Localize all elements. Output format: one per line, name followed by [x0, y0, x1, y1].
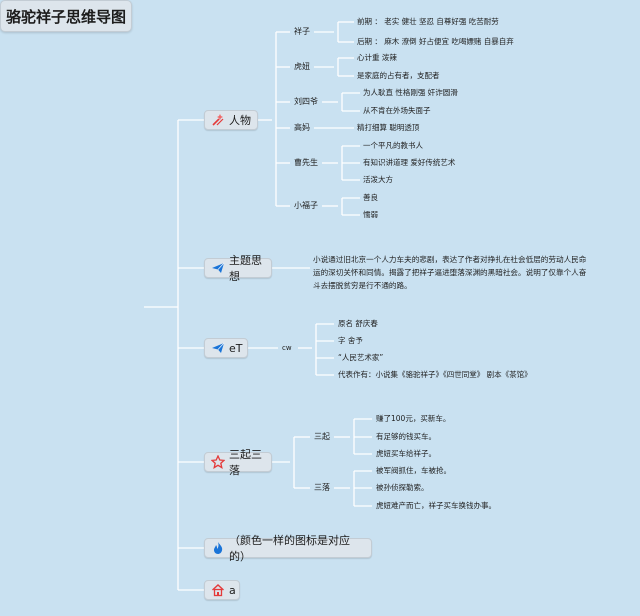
character-xiangzi[interactable]: 祥子 — [294, 27, 310, 36]
detail-item[interactable]: 善良 — [363, 193, 378, 202]
plot-group-fall[interactable]: 三落 — [314, 483, 330, 492]
root-topic[interactable]: 骆驼祥子思维导图 — [0, 0, 132, 32]
star-icon — [211, 455, 225, 469]
home-icon — [211, 583, 225, 597]
plot-item[interactable]: 被孙侦探勒索。 — [376, 483, 429, 492]
author-item[interactable]: 原名 舒庆春 — [338, 319, 378, 328]
detail-item[interactable]: 后期 ： 麻木 潦倒 好占便宜 吃喝嫖赌 自暴自弃 — [357, 37, 514, 46]
branch-author-label: eT — [229, 341, 243, 355]
author-item[interactable]: 代表作有：小说集《骆驼祥子》《四世同堂》 剧本《茶馆》 — [338, 370, 532, 379]
author-connector-label: cw — [282, 344, 292, 352]
sparkle-tools-icon — [211, 113, 225, 127]
branch-plot-label: 三起三落 — [229, 448, 262, 477]
detail-item[interactable]: 有知识讲道理 爱好传统艺术 — [363, 158, 456, 167]
branch-note[interactable]: （颜色一样的图标是对应的） — [204, 534, 372, 563]
flame-icon — [211, 541, 225, 555]
plot-group-rise[interactable]: 三起 — [314, 432, 330, 441]
character-caoxiansheng[interactable]: 曹先生 — [294, 158, 318, 167]
detail-item[interactable]: 前期 ： 老实 健壮 坚忍 自尊好强 吃苦耐劳 — [357, 17, 499, 26]
character-huniu[interactable]: 虎妞 — [294, 62, 310, 71]
theme-description[interactable]: 小说通过旧北京一个人力车夫的悲剧，表达了作者对挣扎在社会低层的劳动人民命运的深切… — [313, 255, 587, 290]
detail-item[interactable]: 活泼大方 — [363, 175, 393, 184]
detail-item[interactable]: 懦弱 — [363, 210, 378, 219]
branch-note-label: （颜色一样的图标是对应的） — [229, 534, 350, 563]
branch-plot[interactable]: 三起三落 — [204, 448, 272, 477]
character-gaoma[interactable]: 高妈 — [294, 123, 310, 132]
branch-extra[interactable]: a — [204, 580, 240, 600]
author-item[interactable]: “人民艺术家” — [338, 353, 384, 362]
branch-theme-label: 主题思想 — [229, 254, 262, 283]
detail-item[interactable]: 从不肯在外场失面子 — [363, 106, 431, 115]
branch-characters[interactable]: 人物 — [204, 110, 258, 130]
paper-plane-icon — [211, 261, 225, 275]
plot-item[interactable]: 赚了100元，买新车。 — [376, 414, 451, 423]
character-xiaofuzi[interactable]: 小福子 — [294, 201, 318, 210]
branch-characters-label: 人物 — [229, 114, 251, 127]
author-item[interactable]: 字 舍予 — [338, 336, 363, 345]
plot-item[interactable]: 被军阀抓住，车被抢。 — [376, 466, 451, 475]
detail-item[interactable]: 是家庭的占有者，支配者 — [357, 71, 440, 80]
character-liusiye[interactable]: 刘四爷 — [294, 97, 318, 106]
branch-theme[interactable]: 主题思想 — [204, 254, 272, 283]
root-title: 骆驼祥子思维导图 — [5, 7, 126, 26]
detail-item[interactable]: 心计重 泼辣 — [357, 53, 397, 62]
plot-item[interactable]: 虎妞难产而亡，祥子买车换钱办事。 — [376, 501, 496, 510]
paper-plane-icon — [211, 341, 225, 355]
branch-author[interactable]: eT — [204, 338, 248, 358]
plot-item[interactable]: 有足够的钱买车。 — [376, 432, 436, 441]
branch-extra-label: a — [229, 583, 236, 597]
detail-item[interactable]: 一个平凡的教书人 — [363, 141, 423, 150]
detail-item[interactable]: 为人耿直 性格刚强 奸诈圆滑 — [363, 88, 458, 97]
detail-item[interactable]: 精打细算 聪明透顶 — [357, 123, 420, 132]
plot-item[interactable]: 虎妞买车给祥子。 — [376, 449, 436, 458]
